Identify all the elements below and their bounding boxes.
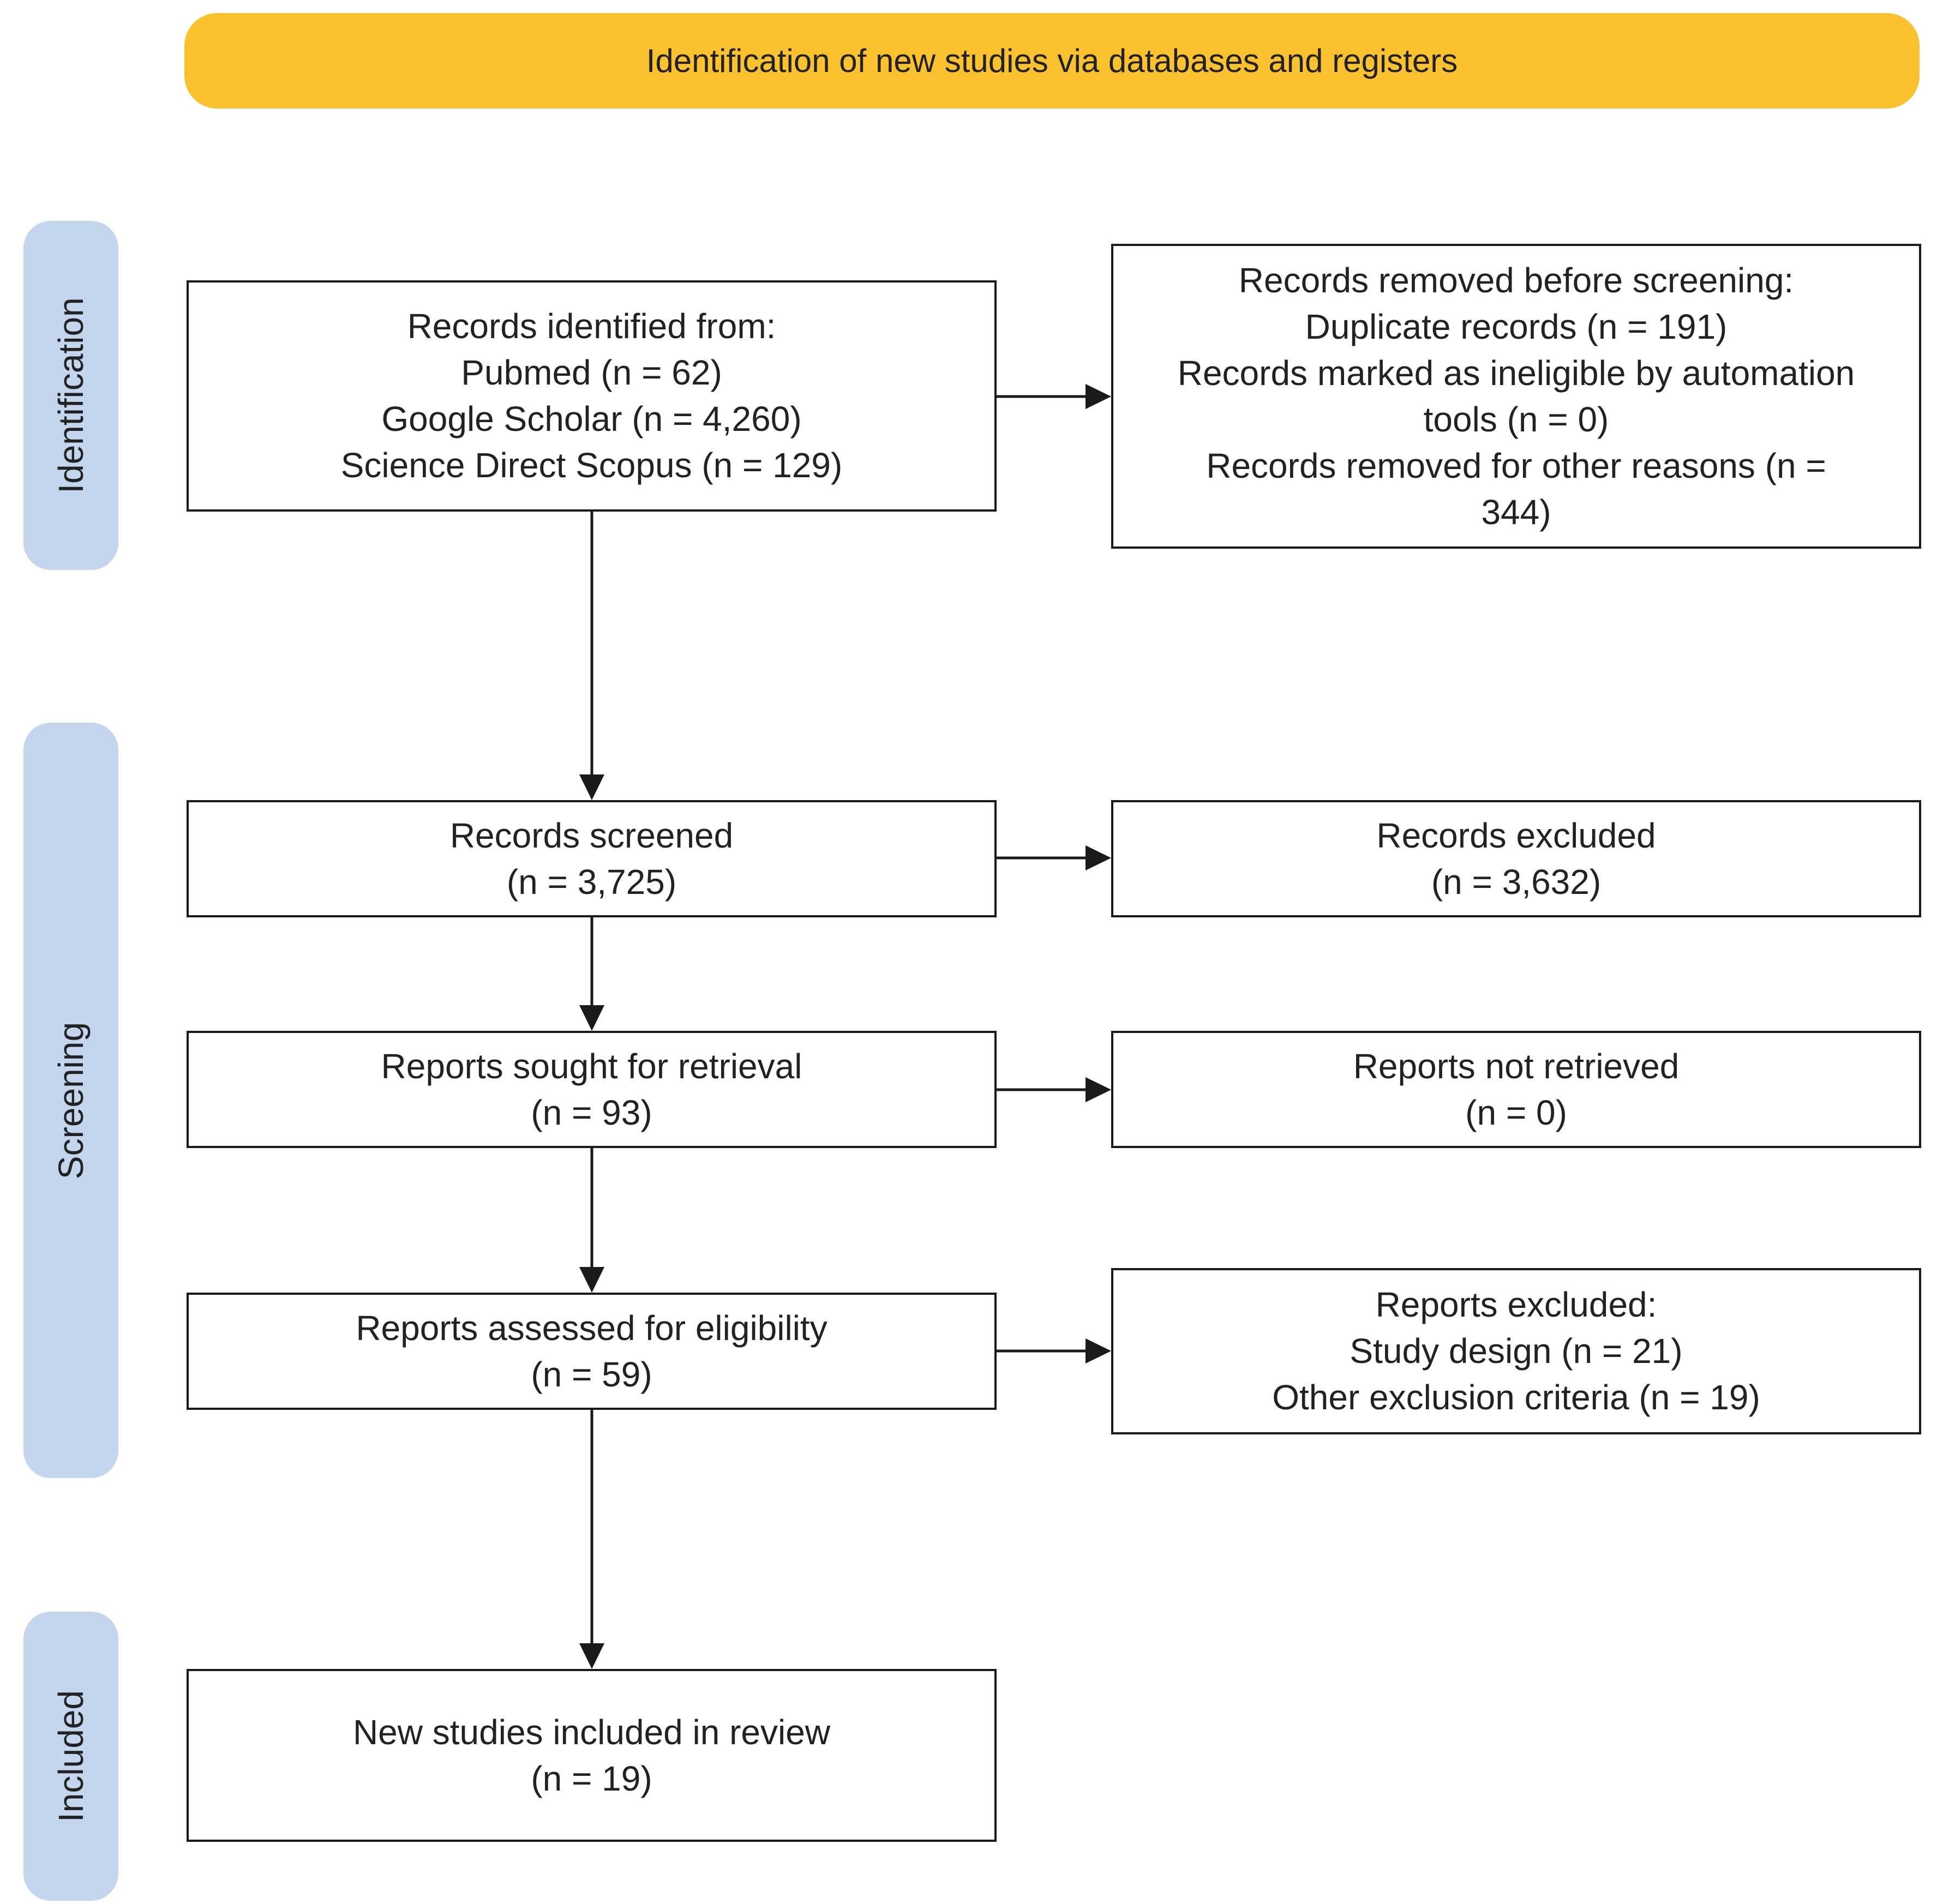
reports-sought-box: Reports sought for retrieval (n = 93) xyxy=(187,1031,997,1148)
box-line: Reports excluded: xyxy=(1375,1285,1657,1324)
phase-identification: Identification xyxy=(23,221,118,570)
records-identified-box: Records identified from: Pubmed (n = 62)… xyxy=(187,280,997,512)
box-line: New studies included in review xyxy=(352,1712,831,1752)
box-line: Records identified from: xyxy=(407,307,776,346)
box-line: Records marked as ineligible by automati… xyxy=(1177,353,1855,393)
included-box: New studies included in review (n = 19) xyxy=(187,1669,997,1842)
header-banner: Identification of new studies via databa… xyxy=(184,13,1920,109)
arrowhead xyxy=(1086,845,1111,870)
box-line: Other exclusion criteria (n = 19) xyxy=(1272,1378,1760,1417)
arrowhead xyxy=(579,774,604,800)
arrowhead xyxy=(1086,1338,1111,1364)
box-line: Records excluded xyxy=(1376,815,1656,855)
box-line: Reports assessed for eligibility xyxy=(356,1308,827,1348)
box-line: (n = 3,632) xyxy=(1431,862,1602,902)
box-line: (n = 3,725) xyxy=(506,862,677,902)
box-line: Science Direct Scopus (n = 129) xyxy=(340,446,843,485)
box-line: Records removed before screening: xyxy=(1238,260,1794,300)
box-line: (n = 59) xyxy=(531,1354,652,1394)
arrowhead xyxy=(1086,1077,1111,1102)
arrowhead xyxy=(579,1643,604,1669)
phase-screening: Screening xyxy=(23,723,118,1478)
reports-excluded-box: Reports excluded: Study design (n = 21) … xyxy=(1111,1268,1921,1434)
box-line: 344) xyxy=(1481,492,1551,532)
box-line: tools (n = 0) xyxy=(1423,399,1609,439)
box-line: Duplicate records (n = 191) xyxy=(1305,307,1728,346)
box-line: Pubmed (n = 62) xyxy=(461,353,722,392)
reports-not-retrieved-box: Reports not retrieved (n = 0) xyxy=(1111,1031,1921,1148)
box-line: Google Scholar (n = 4,260) xyxy=(381,399,802,439)
box-line: Reports not retrieved xyxy=(1353,1046,1680,1086)
box-line: Records screened xyxy=(449,815,734,855)
box-line: Study design (n = 21) xyxy=(1350,1331,1683,1371)
records-removed-box: Records removed before screening: Duplic… xyxy=(1111,244,1921,549)
records-screened-box: Records screened (n = 3,725) xyxy=(187,800,997,917)
phase-included: Included xyxy=(23,1612,118,1901)
records-excluded-box: Records excluded (n = 3,632) xyxy=(1111,800,1921,917)
box-line: (n = 19) xyxy=(531,1758,652,1798)
reports-assessed-box: Reports assessed for eligibility (n = 59… xyxy=(187,1293,997,1410)
box-line: (n = 0) xyxy=(1465,1092,1567,1132)
arrowhead xyxy=(579,1005,604,1031)
box-line: (n = 93) xyxy=(531,1092,652,1132)
box-line: Records removed for other reasons (n = xyxy=(1206,446,1826,485)
arrowhead xyxy=(579,1267,604,1293)
box-line: Reports sought for retrieval xyxy=(381,1046,802,1086)
arrowhead xyxy=(1086,384,1111,409)
